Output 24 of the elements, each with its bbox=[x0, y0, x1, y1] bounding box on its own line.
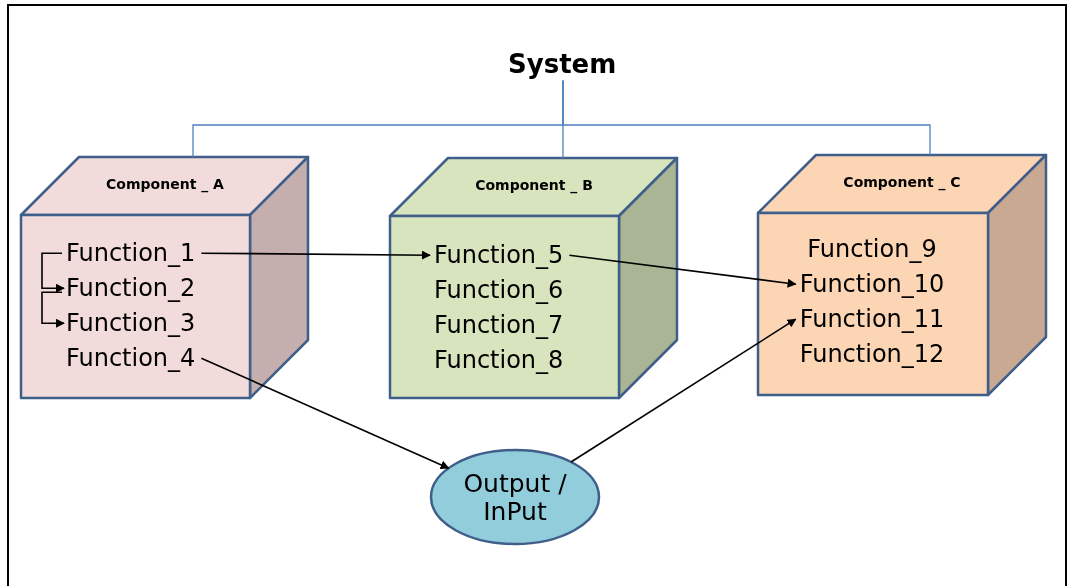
function-label: Function_2 bbox=[66, 275, 196, 302]
arrow bbox=[568, 254, 797, 288]
function-label: Function_10 bbox=[799, 271, 945, 298]
system-title: System bbox=[508, 50, 617, 79]
connector-line bbox=[562, 79, 931, 156]
function-label: Function_4 bbox=[66, 345, 196, 372]
function-label: Function_8 bbox=[434, 347, 564, 374]
function-label: Function_5 bbox=[434, 242, 564, 269]
function-label: Function_9 bbox=[807, 236, 937, 263]
io-label: Output / InPut bbox=[462, 469, 568, 525]
arrow bbox=[200, 357, 450, 469]
arrow bbox=[41, 252, 65, 293]
component-title: Component _ B bbox=[475, 178, 593, 194]
function-label: Function_1 bbox=[66, 240, 196, 267]
arrow bbox=[570, 318, 797, 463]
function-label: Function_11 bbox=[799, 306, 945, 333]
function-label: Function_7 bbox=[434, 312, 564, 339]
function-label: Function_12 bbox=[799, 341, 945, 368]
arrow bbox=[41, 291, 65, 328]
arrow bbox=[200, 250, 431, 260]
component-title: Component _ C bbox=[843, 175, 961, 191]
component-title: Component _ A bbox=[106, 177, 224, 193]
function-label: Function_6 bbox=[434, 277, 564, 304]
function-label: Function_3 bbox=[66, 310, 196, 337]
